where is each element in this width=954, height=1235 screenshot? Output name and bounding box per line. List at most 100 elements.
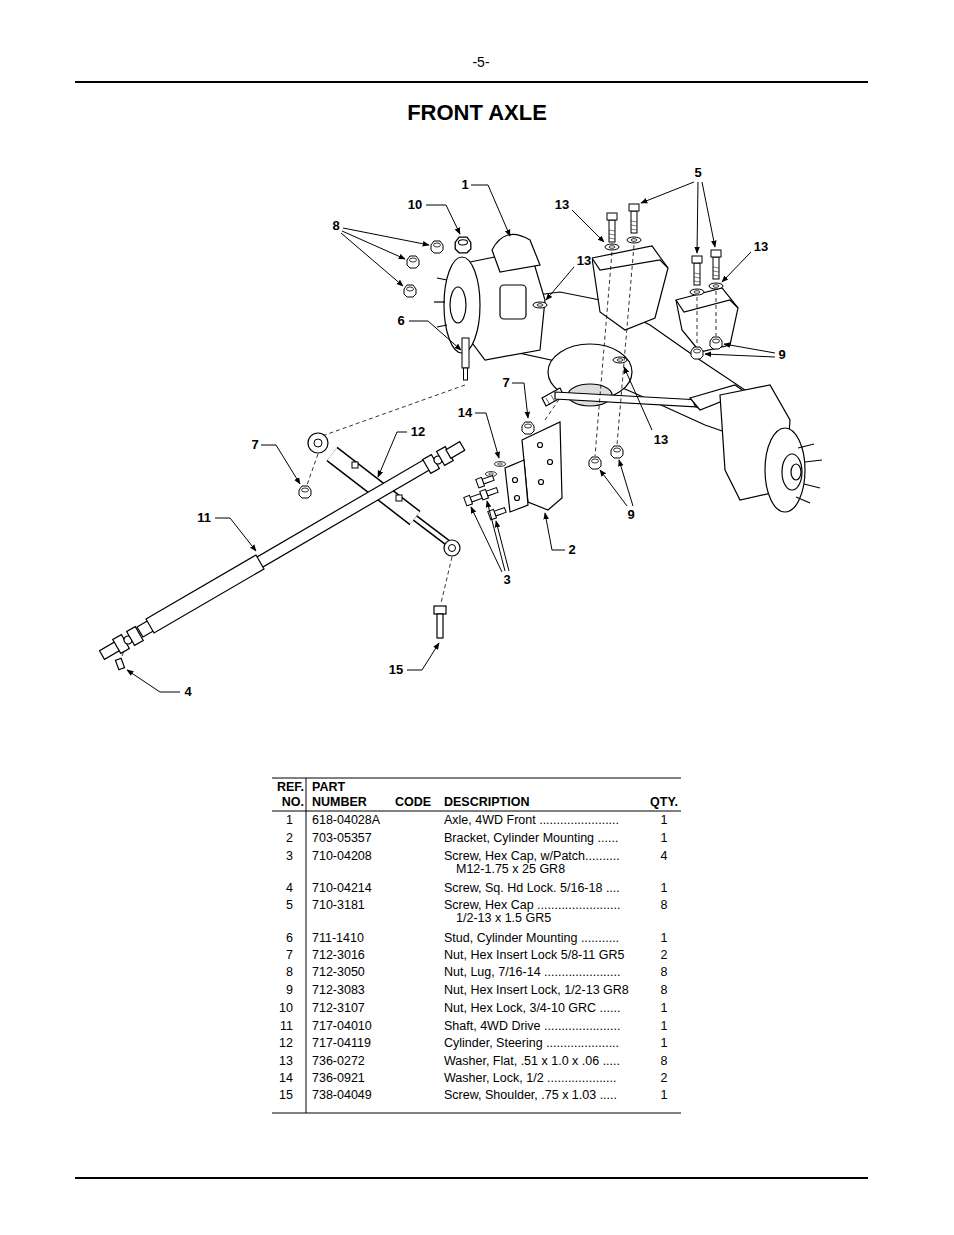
leader-line <box>546 267 574 300</box>
leader-line <box>512 383 528 418</box>
callout-number: 12 <box>410 425 426 439</box>
ref-number: 11 <box>262 1020 293 1033</box>
cylinder-bracket <box>522 422 534 434</box>
cylinder-bracket <box>539 480 544 485</box>
part-number: 703-05357 <box>312 832 372 845</box>
quantity: 4 <box>661 850 668 863</box>
cylinder-bracket <box>505 460 528 512</box>
leader-line <box>545 513 565 550</box>
mounting-bolts <box>711 250 721 279</box>
mounting-bolts <box>709 283 723 289</box>
front-axle <box>450 287 466 323</box>
drive-shaft <box>115 658 124 669</box>
steering-cylinder <box>314 439 322 447</box>
front-axle <box>437 325 447 327</box>
part-number: 717-04010 <box>312 1020 372 1033</box>
table-rule <box>272 778 681 1113</box>
dashed-assembly-line <box>697 297 698 346</box>
steering-cylinder <box>299 486 311 498</box>
leader-line <box>261 445 300 484</box>
drive-shaft <box>127 627 144 646</box>
callout-number: 7 <box>501 376 510 390</box>
drive-shaft <box>446 442 465 459</box>
page-number: -5- <box>472 53 489 71</box>
front-axle <box>804 484 820 488</box>
leader-line <box>475 413 499 458</box>
cylinder-bracket <box>515 496 520 501</box>
mounting-bolts <box>627 237 641 243</box>
dashed-assembly-line <box>441 557 452 603</box>
table-rule <box>272 1113 681 1114</box>
mounting-bolts <box>607 213 617 242</box>
callout-number: 11 <box>196 511 212 525</box>
leader-line <box>127 670 180 692</box>
mounting-bolts <box>533 302 547 308</box>
front-axle <box>546 398 550 405</box>
table-header: PART NUMBER <box>312 780 374 810</box>
quantity: 1 <box>661 882 668 895</box>
part-description: Screw, Hex Cap, w/Patch.......... M12-1.… <box>444 850 641 876</box>
front-axle <box>492 234 540 272</box>
dashed-assembly-line <box>322 385 465 436</box>
leader-line <box>724 344 775 353</box>
leader-line <box>471 185 510 236</box>
part-number: 712-3083 <box>312 984 365 997</box>
front-axle <box>434 234 822 512</box>
part-number: 711-1410 <box>312 932 364 945</box>
callout-number: 5 <box>693 166 702 180</box>
cylinder-bracket <box>548 460 553 465</box>
front-axle <box>592 258 668 270</box>
mounting-bolts <box>691 347 703 359</box>
mounting-bolts <box>629 204 639 233</box>
callout-number: 13 <box>753 240 769 254</box>
part-description: Nut, Hex Lock, 3/4-10 GRC ...... <box>444 1002 620 1015</box>
ref-number: 7 <box>262 949 293 962</box>
callout-number: 3 <box>502 573 511 587</box>
front-axle <box>791 464 801 480</box>
front-axle <box>676 300 738 312</box>
ref-number: 6 <box>262 932 293 945</box>
callout-number: 8 <box>331 219 340 233</box>
drive-shaft <box>137 459 431 637</box>
leader-line <box>487 501 505 571</box>
ref-number: 15 <box>262 1089 293 1102</box>
cylinder-bracket <box>488 506 507 520</box>
callout-number: 9 <box>626 508 635 522</box>
mounting-bolts <box>404 204 723 469</box>
callout-number: 6 <box>396 314 405 328</box>
dashed-assembly-line <box>122 245 716 656</box>
ref-number: 10 <box>262 1002 293 1015</box>
ref-number: 5 <box>262 899 293 912</box>
part-description: Axle, 4WD Front ....................... <box>444 814 619 827</box>
part-number: 710-04208 <box>312 850 372 863</box>
part-number: 712-3107 <box>312 1002 365 1015</box>
table-rule <box>272 811 681 812</box>
cylinder-bracket <box>464 492 483 506</box>
drive-shaft <box>98 439 466 670</box>
leader-line <box>407 643 439 670</box>
callout-number: 7 <box>250 438 259 452</box>
part-description: Nut, Lug, 7/16-14 ...................... <box>444 966 620 979</box>
leader-line <box>378 432 407 477</box>
ref-number: 12 <box>262 1037 293 1050</box>
callout-number: 1 <box>460 178 469 192</box>
leader-line <box>341 233 403 286</box>
callout-number: 2 <box>567 543 576 557</box>
page-rule <box>75 81 868 83</box>
part-description: Screw, Hex Cap ........................ … <box>444 899 641 925</box>
quantity: 1 <box>661 814 668 827</box>
part-description: Screw, Sq. Hd Lock. 5/16-18 .... <box>444 882 620 895</box>
part-number: 717-04119 <box>312 1037 371 1050</box>
ref-number: 14 <box>262 1072 293 1085</box>
steering-cylinder <box>444 540 460 556</box>
steering-cylinder <box>308 433 328 453</box>
callout-number: 13 <box>653 433 669 447</box>
mounting-bolts <box>431 241 443 253</box>
leader-line <box>697 182 698 253</box>
leader-line <box>600 470 627 506</box>
leader-line <box>343 228 429 245</box>
front-axle <box>500 285 526 319</box>
mounting-bolts <box>589 457 601 469</box>
leader-line <box>572 210 604 242</box>
